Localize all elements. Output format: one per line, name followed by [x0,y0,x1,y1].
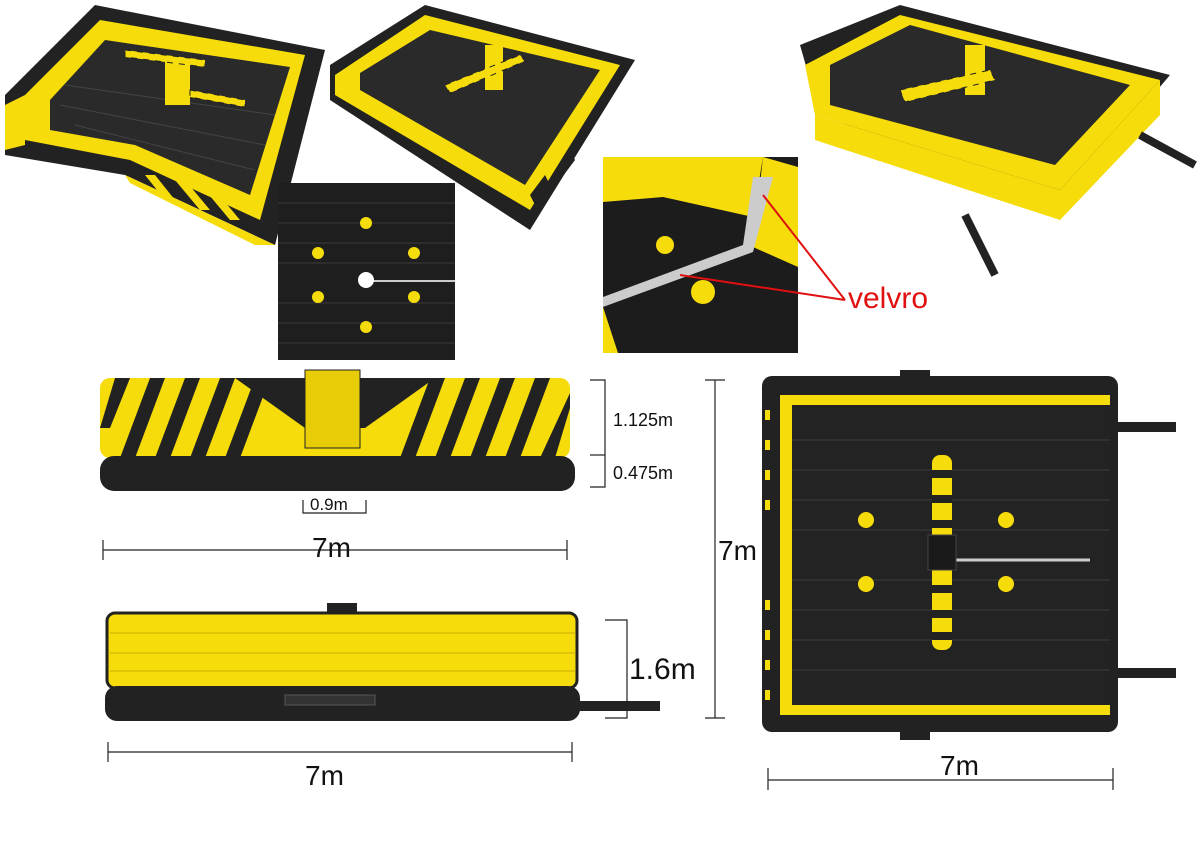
velcro-detail-render [603,157,798,353]
perspective-render-2 [330,5,635,230]
dimension-base-height: 0.475m [613,463,674,483]
dimension-pillar-width: 0.9m [310,495,348,514]
dimension-back-length: 7m [305,760,344,791]
dimension-upper-height: 1.125m [613,410,674,430]
dimension-back-height: 1.6m [629,653,696,686]
velcro-callout-label: velvro [848,282,929,315]
top-view-render [762,370,1176,740]
side-view-render [100,369,575,491]
floor-detail-render [278,183,455,360]
dimension-top-width: 7m [718,535,757,567]
back-view-render [105,603,660,721]
perspective-render-3 [800,5,1197,277]
dimension-top-length: 7m [940,750,979,781]
perspective-render-1 [5,5,325,245]
dimension-side-length: 7m [312,532,351,563]
